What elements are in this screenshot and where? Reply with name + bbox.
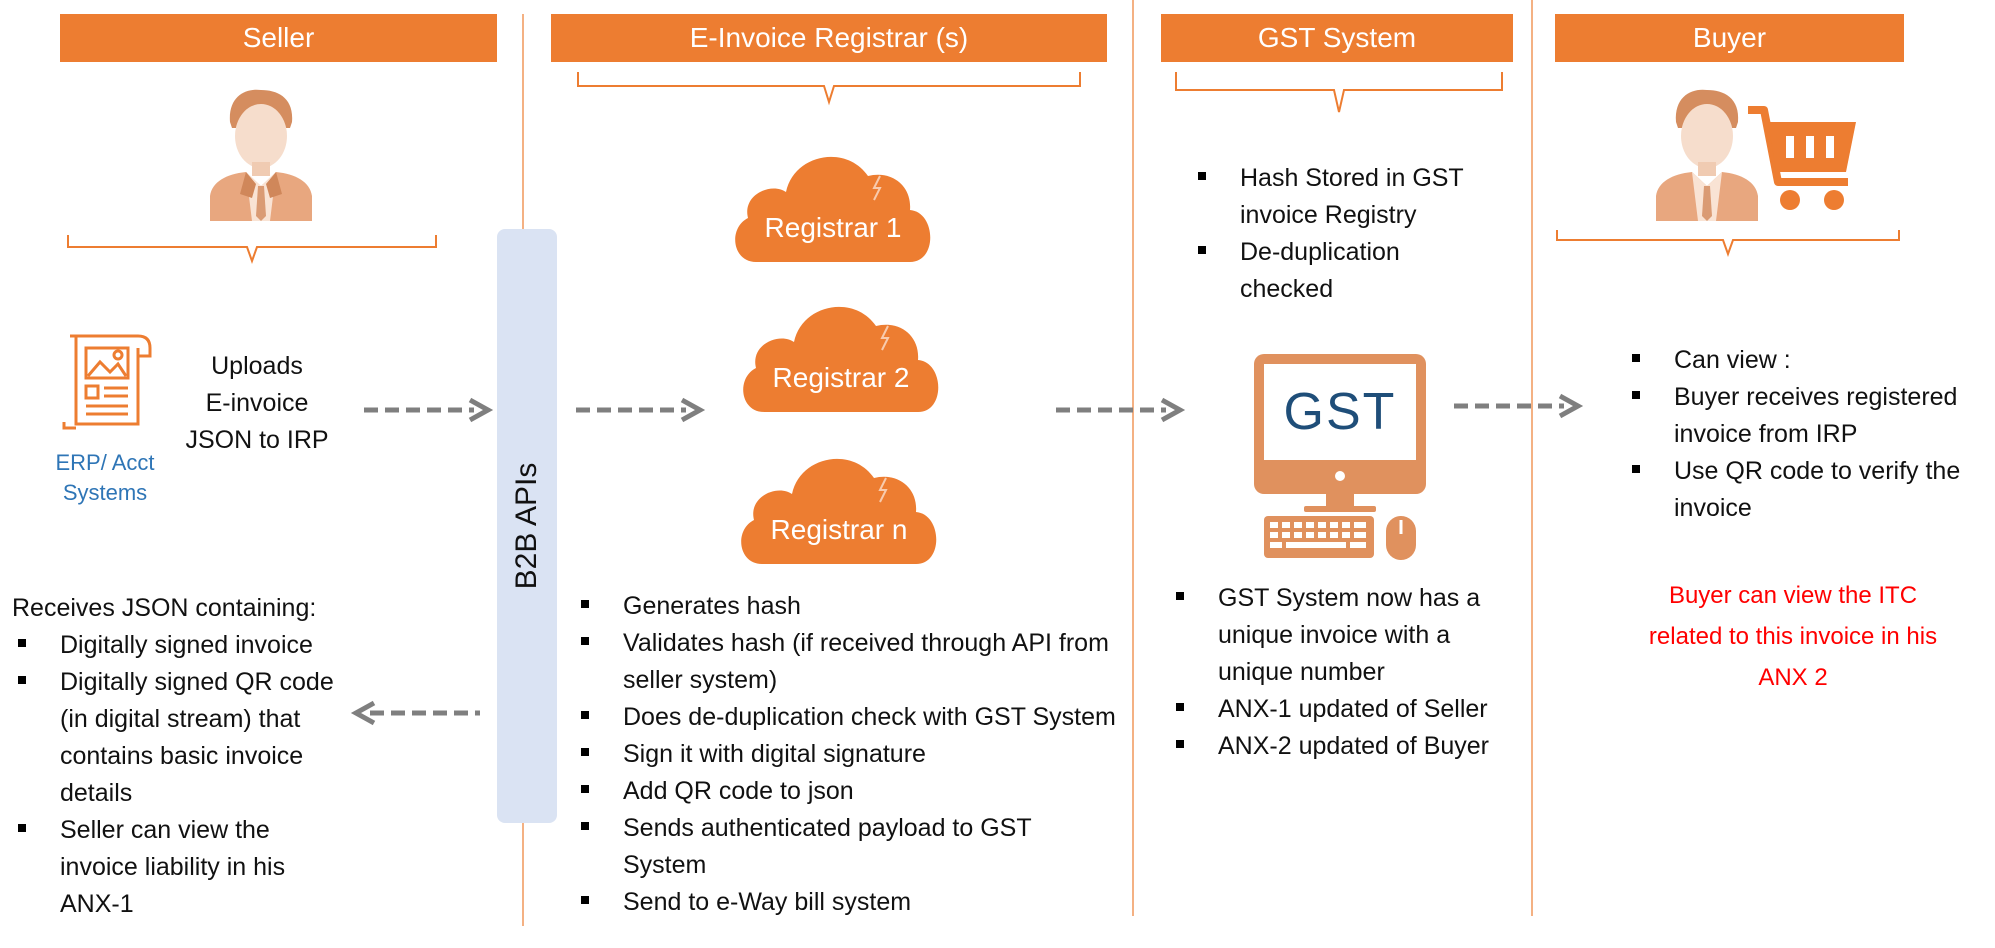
registrar-2-label: Registrar 2 (772, 362, 910, 393)
list-item: Buyer receives registered invoice from I… (1628, 379, 1994, 453)
uploads-line2: E-invoice (205, 389, 309, 417)
erp-label-line2: Systems (62, 480, 148, 505)
list-item: GST System now has a unique invoice with… (1172, 580, 1522, 691)
b2b-api-label: B2B APIs (510, 462, 543, 590)
uploads-line3: JSON to IRP (185, 426, 329, 454)
arrow-api-to-registrar (576, 397, 706, 423)
gst-computer-icon: GST (1250, 350, 1430, 562)
brace-gst (1175, 72, 1503, 113)
uploads-text: Uploads E-invoice JSON to IRP (172, 348, 342, 459)
divider-registrar-gst (1132, 0, 1134, 916)
cloud-icon (735, 156, 931, 262)
arrow-api-to-seller-return (350, 700, 480, 726)
list-item: ANX-2 updated of Buyer (1172, 728, 1522, 765)
seller-receives-list: Digitally signed invoice Digitally signe… (14, 627, 344, 923)
list-item: Generates hash (577, 588, 1117, 625)
list-item: De-duplication checked (1194, 234, 1484, 308)
buyer-itc-note: Buyer can view the ITC related to this i… (1598, 575, 1988, 698)
registrar-cloud-1: Registrar 1 (728, 136, 938, 264)
arrow-gst-to-buyer (1454, 393, 1584, 419)
list-item: Validates hash (if received through API … (577, 625, 1117, 699)
erp-label-line1: ERP/ Acct (55, 450, 155, 475)
list-item: Add QR code to json (577, 773, 1117, 810)
registrar-cloud-2: Registrar 2 (736, 286, 946, 414)
gst-bottom-list: GST System now has a unique invoice with… (1172, 580, 1522, 765)
list-item: ANX-1 updated of Seller (1172, 691, 1522, 728)
list-item: Send to e-Way bill system (577, 884, 1117, 921)
seller-receives-title: Receives JSON containing: (12, 594, 317, 622)
header-registrar: E-Invoice Registrar (s) (551, 14, 1107, 62)
list-item: Use QR code to verify the invoice (1628, 453, 1994, 527)
cloud-icon (743, 306, 939, 412)
b2b-api-bar: B2B APIs (497, 229, 557, 823)
registrar-steps-list: Generates hash Validates hash (if receiv… (577, 588, 1117, 921)
registrar-1-label: Registrar 1 (764, 212, 902, 243)
buyer-person-cart-icon (1656, 89, 1856, 221)
itc-line1: Buyer can view the ITC (1668, 582, 1918, 609)
arrow-registrar-to-gst (1056, 397, 1186, 423)
brace-seller (67, 235, 437, 264)
brace-registrar (577, 72, 1081, 106)
itc-line3: ANX 2 (1758, 664, 1828, 691)
arrow-upload-to-api (364, 397, 494, 423)
gst-top-list: Hash Stored in GST invoice Registry De-d… (1194, 160, 1484, 308)
list-item: Does de-duplication check with GST Syste… (577, 699, 1117, 736)
erp-systems-label: ERP/ Acct Systems (40, 448, 170, 508)
cloud-icon (741, 458, 937, 564)
uploads-line1: Uploads (211, 352, 303, 380)
divider-gst-buyer (1531, 0, 1533, 916)
buyer-list: Can view : Buyer receives registered inv… (1628, 342, 1994, 527)
header-gst-system: GST System (1161, 14, 1513, 62)
registrar-cloud-n: Registrar n (734, 438, 944, 566)
list-item: Sends authenticated payload to GST Syste… (577, 810, 1117, 884)
list-item: Sign it with digital signature (577, 736, 1117, 773)
header-buyer: Buyer (1555, 14, 1904, 62)
seller-person-icon (210, 89, 312, 221)
erp-document-icon (62, 334, 152, 430)
monitor-icon (1254, 354, 1426, 560)
list-item: Can view : (1628, 342, 1994, 379)
list-item: Seller can view the invoice liability in… (14, 812, 344, 923)
gst-screen-text: GST (1283, 383, 1397, 441)
itc-line2: related to this invoice in his (1648, 623, 1938, 650)
brace-buyer (1556, 230, 1900, 257)
header-seller: Seller (60, 14, 497, 62)
registrar-n-label: Registrar n (770, 514, 908, 545)
list-item: Digitally signed invoice (14, 627, 344, 664)
list-item: Digitally signed QR code (in digital str… (14, 664, 344, 812)
list-item: Hash Stored in GST invoice Registry (1194, 160, 1484, 234)
